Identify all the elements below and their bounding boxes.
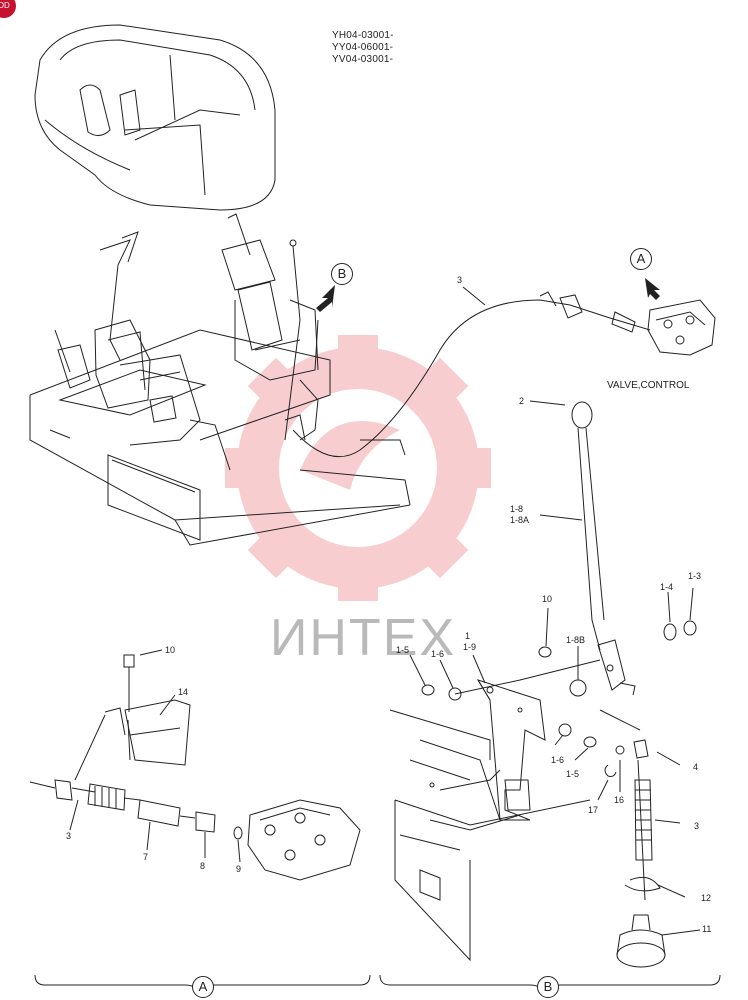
callout-8: 8 xyxy=(200,861,206,871)
callout-14: 14 xyxy=(178,687,189,697)
bracket-1-9 xyxy=(476,679,546,821)
view-marker-a-bottom: A xyxy=(192,976,214,998)
callout-1-5-bottom: 1-5 xyxy=(566,769,580,779)
view-marker-b-bottom: B xyxy=(537,976,559,998)
callout-1-9: 1-9 xyxy=(463,642,477,652)
lever-rod-b xyxy=(284,245,301,441)
callout-1-8: 1-8 xyxy=(510,504,524,514)
view-marker-a-top: A xyxy=(630,248,652,270)
view-marker-b-top: B xyxy=(331,263,353,285)
operator-platform xyxy=(29,329,411,546)
callout-1-3: 1-3 xyxy=(688,571,702,581)
arrow-a-icon xyxy=(645,278,660,300)
watermark-gear-icon xyxy=(225,335,491,601)
callout-16: 16 xyxy=(614,795,625,805)
left-lever-assembly xyxy=(54,231,231,471)
lever-1-8 xyxy=(571,401,636,696)
callout-17: 17 xyxy=(588,805,599,815)
callout-3-a: 3 xyxy=(66,831,72,841)
valve-top xyxy=(559,294,716,356)
serial-line-2: YY04-06001- xyxy=(332,42,394,53)
callout-1-8b: 1-8B xyxy=(566,635,586,645)
serial-line-3: YV04-03001- xyxy=(332,54,394,65)
corner-badge: DD xyxy=(0,0,16,18)
watermark-text: ИНТЕХ xyxy=(270,609,457,667)
callout-1: 1 xyxy=(465,631,471,641)
callout-11: 11 xyxy=(702,924,712,934)
callout-12: 12 xyxy=(701,893,712,903)
detail-a xyxy=(29,649,361,881)
callout-2: 2 xyxy=(519,396,525,406)
top-cable xyxy=(292,299,611,458)
washer-1-3 xyxy=(683,620,697,636)
frame-b xyxy=(389,709,641,962)
serial-line-1: YH04-03001- xyxy=(332,30,394,41)
callout-1-4: 1-4 xyxy=(660,582,674,592)
callout-3-b: 3 xyxy=(694,821,700,831)
arrow-b-icon xyxy=(316,285,335,312)
lower-cable-b xyxy=(604,739,666,968)
callout-1-8a: 1-8A xyxy=(510,515,530,525)
callout-9: 9 xyxy=(236,864,242,874)
callout-10-b: 10 xyxy=(542,594,553,604)
callout-1-6-top: 1-6 xyxy=(431,649,445,659)
valve-control-label: VALVE,CONTROL xyxy=(607,380,690,391)
callout-1-6-bottom: 1-6 xyxy=(551,755,565,765)
callout-10-a: 10 xyxy=(165,645,176,655)
callout-3-top: 3 xyxy=(457,275,463,285)
washer-1-4 xyxy=(663,623,677,641)
callout-1-5-top: 1-5 xyxy=(396,645,410,655)
cab-overview xyxy=(34,24,276,211)
callout-4: 4 xyxy=(693,762,699,772)
callout-7: 7 xyxy=(143,852,149,862)
